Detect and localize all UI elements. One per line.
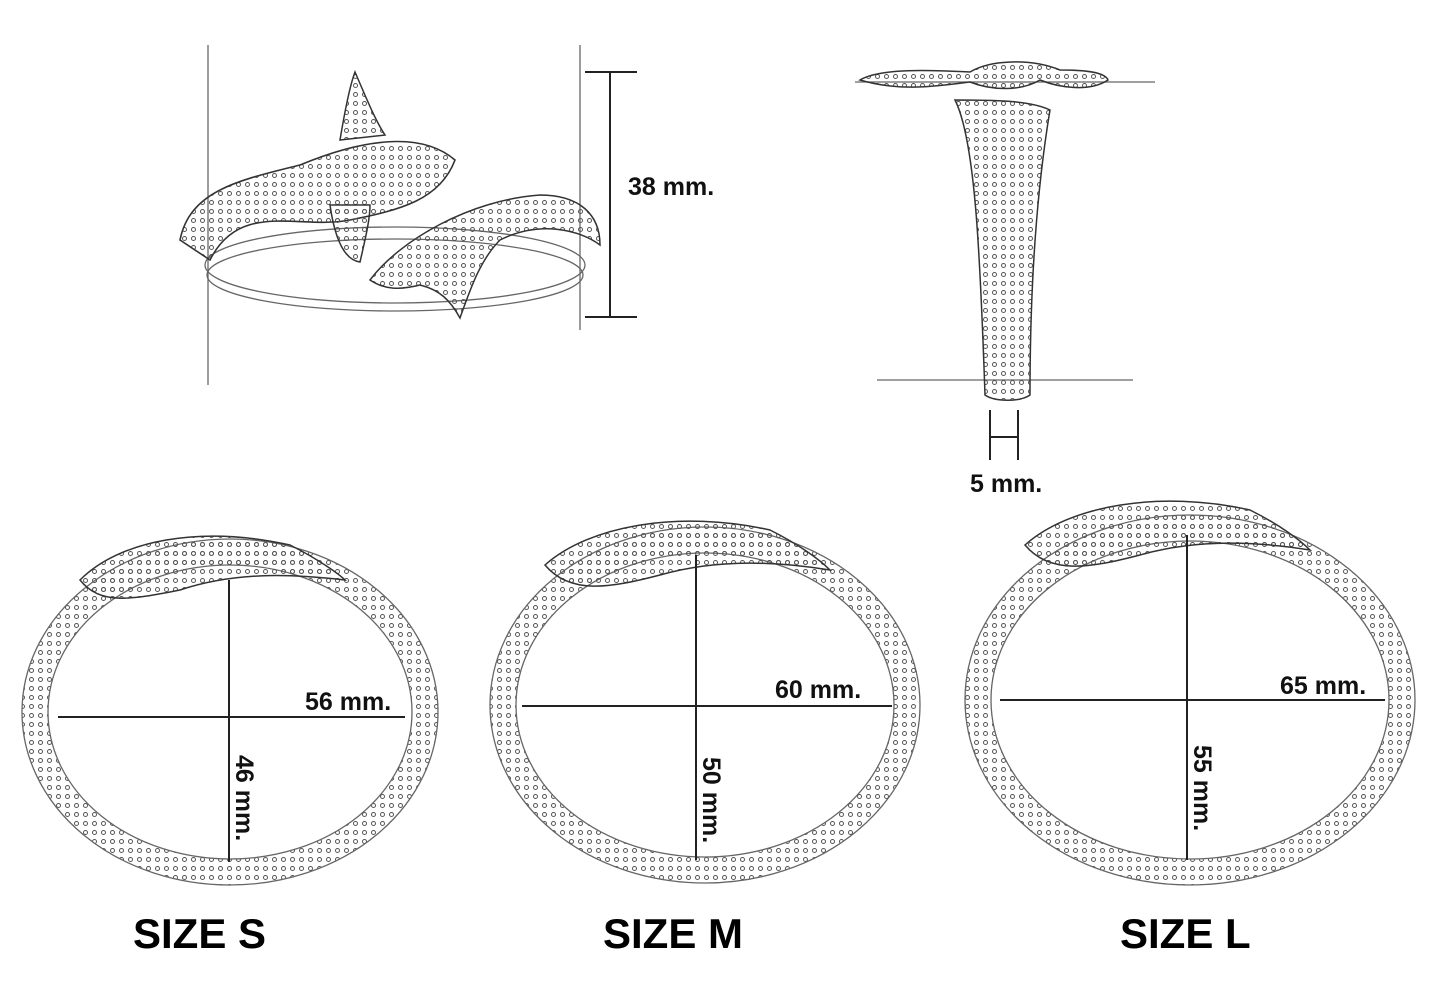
whale-shark-head [543, 520, 833, 587]
size-m-view: 60 mm. 50 mm. SIZE M [489, 520, 921, 957]
width-label: 65 mm. [1280, 672, 1366, 700]
width-label: 60 mm. [775, 676, 861, 704]
whale-shark-head [1023, 500, 1313, 567]
size-l-view: 65 mm. 55 mm. SIZE L [964, 500, 1416, 957]
size-s-view: 56 mm. 46 mm. SIZE S [21, 535, 439, 957]
whale-shark-tail [368, 194, 601, 320]
side-view-fins [858, 61, 1109, 90]
height-label: 38 mm. [628, 173, 714, 201]
whale-shark-pectoral-fin [329, 204, 371, 263]
perspective-view: 38 mm. [179, 45, 714, 385]
side-view: 5 mm. [855, 61, 1155, 498]
whale-shark-body [179, 140, 456, 262]
bracelet-band-top [204, 226, 586, 304]
height-label: 55 mm. [1188, 745, 1216, 831]
bracelet-band-bottom [206, 238, 584, 312]
width-label: 56 mm. [305, 688, 391, 716]
whale-shark-dorsal-fin [339, 70, 387, 141]
size-label: SIZE M [603, 910, 743, 957]
size-label: SIZE S [133, 910, 266, 957]
side-view-band [953, 99, 1051, 401]
whale-shark-head [78, 535, 348, 599]
width-label: 5 mm. [970, 470, 1042, 498]
size-label: SIZE L [1120, 910, 1251, 957]
height-label: 50 mm. [697, 757, 725, 843]
height-label: 46 mm. [230, 755, 258, 841]
